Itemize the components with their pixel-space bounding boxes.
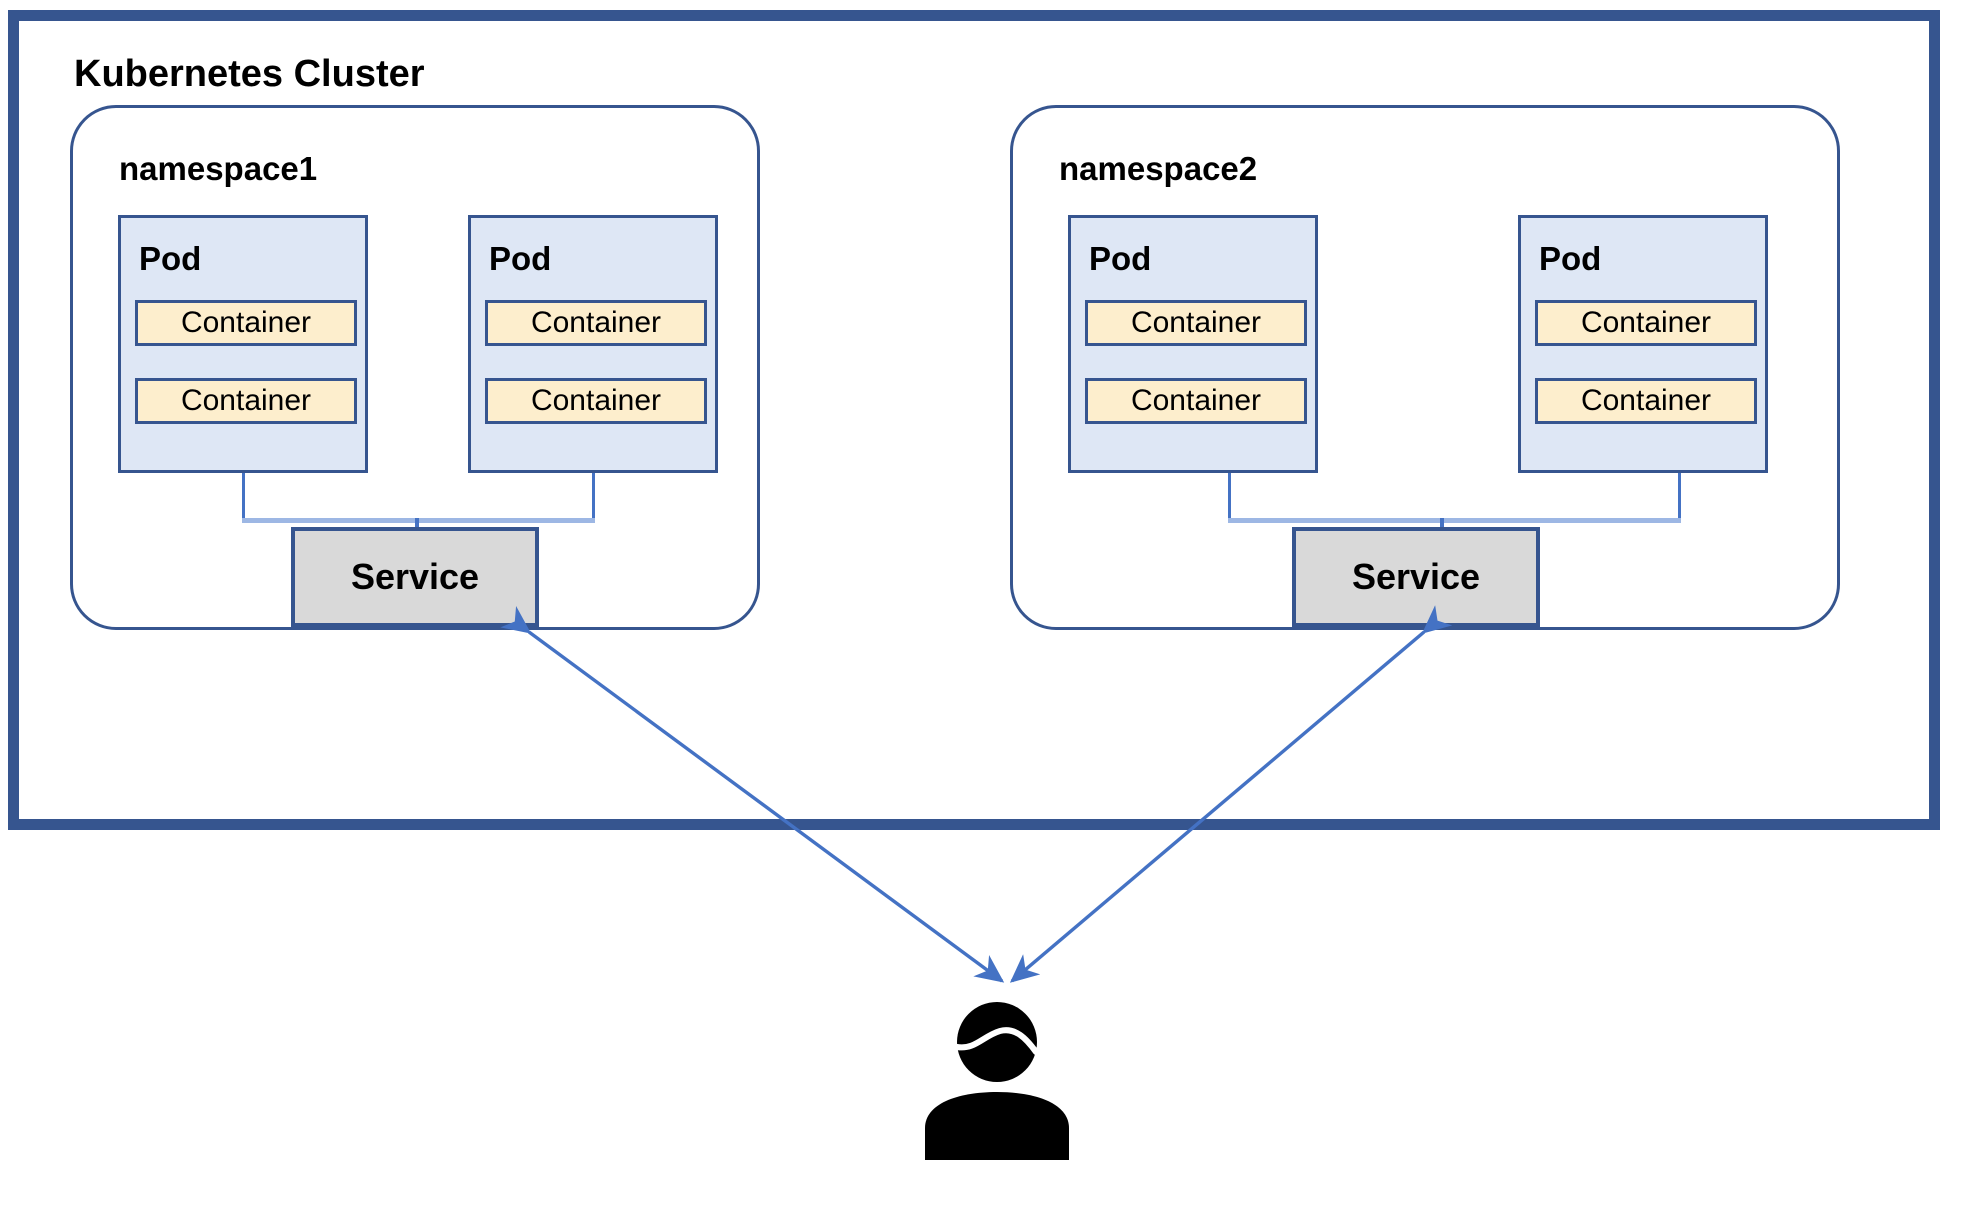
pod-label: Pod: [489, 240, 552, 277]
container-box: Container: [485, 378, 707, 424]
namespace-title-2: namespace2: [1059, 150, 1258, 187]
container-label: Container: [180, 384, 312, 417]
service-connector-bar: [1228, 518, 1681, 523]
container-label: Container: [1580, 306, 1712, 339]
pod-box: Pod Container Container: [468, 215, 718, 473]
pod-label: Pod: [139, 240, 202, 277]
pod-box: Pod Container Container: [118, 215, 368, 473]
container-box: Container: [135, 378, 357, 424]
namespace-boundary-1: namespace1: [70, 105, 760, 630]
container-label: Container: [530, 306, 662, 339]
pod-connector-stub: [242, 473, 245, 521]
container-label: Container: [180, 306, 312, 339]
pod-connector-stub: [592, 473, 595, 521]
pod-connector-stub: [1228, 473, 1231, 521]
namespace-title-1: namespace1: [119, 150, 318, 187]
container-box: Container: [135, 300, 357, 346]
container-label: Container: [1130, 306, 1262, 339]
user-icon: [925, 1002, 1069, 1160]
pod-label: Pod: [1089, 240, 1152, 277]
container-box: Container: [485, 300, 707, 346]
container-label: Container: [1130, 384, 1262, 417]
service-label: Service: [1351, 556, 1481, 597]
pod-label: Pod: [1539, 240, 1602, 277]
service-box: Service: [1292, 527, 1540, 627]
container-box: Container: [1085, 378, 1307, 424]
service-label: Service: [350, 556, 480, 597]
container-box: Container: [1085, 300, 1307, 346]
container-label: Container: [1580, 384, 1712, 417]
pod-box: Pod Container Container: [1518, 215, 1768, 473]
container-box: Container: [1535, 300, 1757, 346]
container-box: Container: [1535, 378, 1757, 424]
pod-connector-stub: [1678, 473, 1681, 521]
cluster-title: Kubernetes Cluster: [74, 53, 425, 95]
service-box: Service: [291, 527, 539, 627]
container-label: Container: [530, 384, 662, 417]
pod-box: Pod Container Container: [1068, 215, 1318, 473]
